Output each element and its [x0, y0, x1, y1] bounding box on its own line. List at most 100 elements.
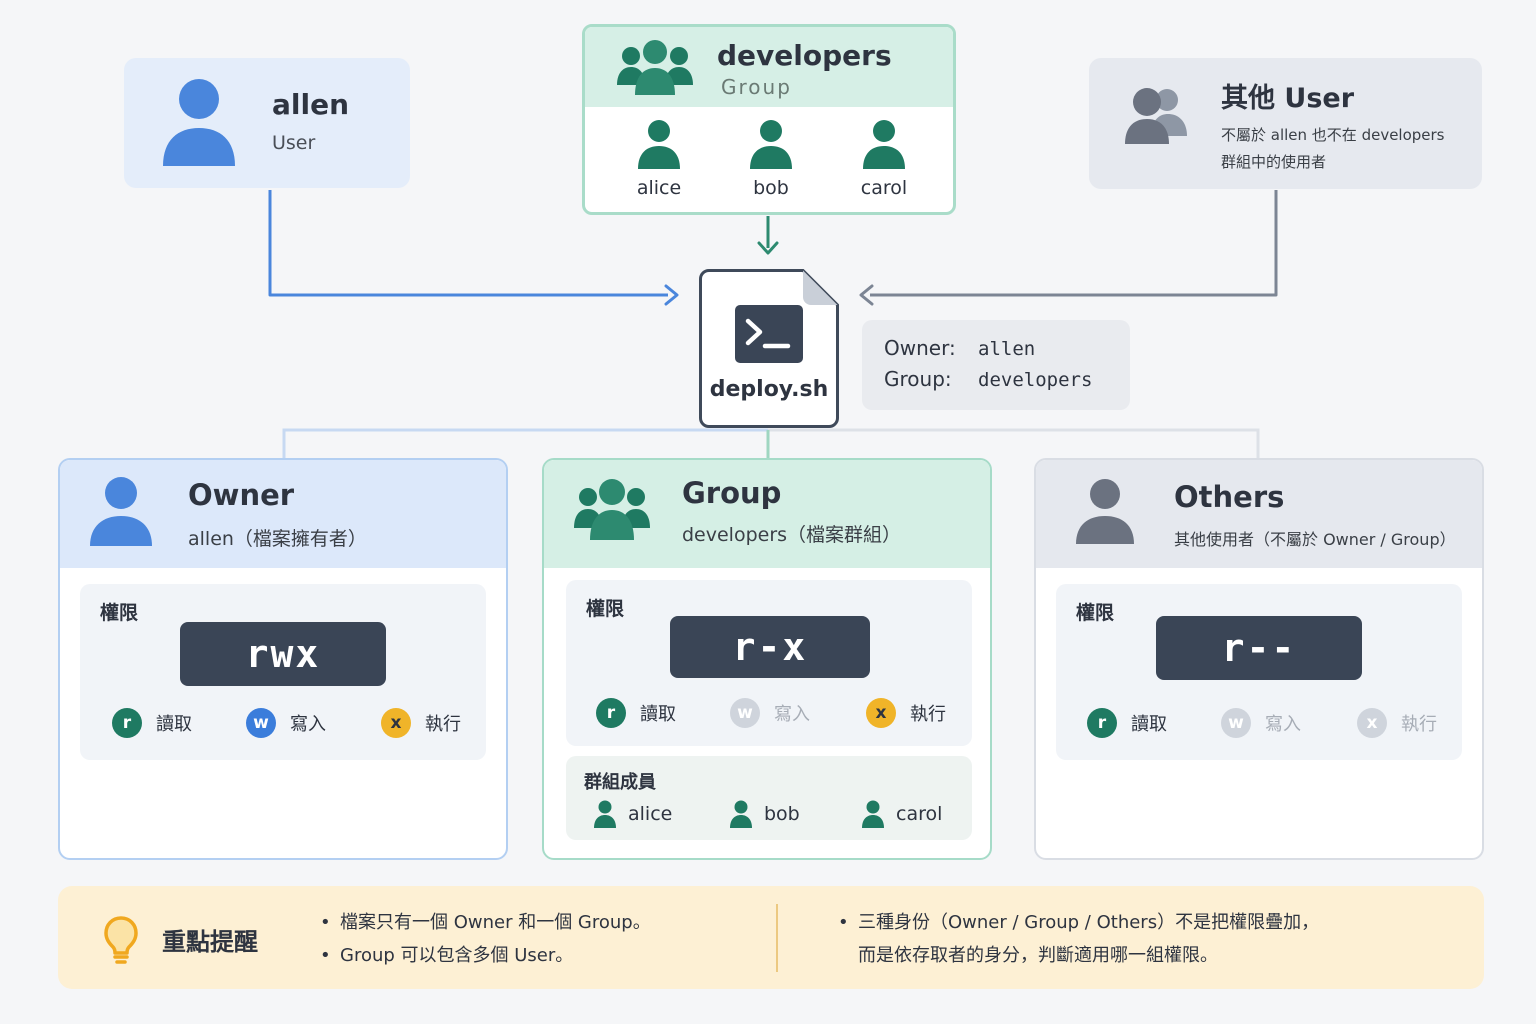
- key-points-title: 重點提醒: [162, 928, 258, 956]
- lightbulb-icon: [104, 916, 138, 964]
- others-permission-box: 權限 r-- r 讀取 w 寫入 x 執行: [1056, 584, 1462, 760]
- owner-key: Owner:: [884, 336, 956, 360]
- key-points-right: •三種身份（Owner / Group / Others）不是把權限疊加， 而是…: [838, 906, 1319, 972]
- owner-value: allen: [978, 338, 1036, 360]
- member-item: carol: [862, 800, 942, 828]
- owner-panel-subtitle: allen（檔案擁有者）: [188, 528, 367, 550]
- group-value: developers: [978, 369, 1093, 391]
- others-description: 不屬於 allen 也不在 developers 群組中的使用者: [1221, 122, 1471, 176]
- branch-others: [768, 428, 1260, 458]
- write-badge-disabled: w: [1221, 708, 1251, 738]
- group-panel: Group developers（檔案群組） 權限 r-x r 讀取 w 寫入 …: [542, 458, 992, 860]
- member-item: alice: [594, 800, 672, 828]
- key-point: •三種身份（Owner / Group / Others）不是把權限疊加，: [838, 912, 1320, 933]
- member-icon: [638, 120, 680, 169]
- permission-label: 讀取: [1131, 714, 1167, 735]
- permission-write: w 寫入: [730, 698, 810, 728]
- group-arrowhead: [757, 241, 779, 255]
- key-points-divider: [776, 904, 778, 972]
- permission-label: 讀取: [156, 714, 192, 735]
- member-icon: [750, 120, 792, 169]
- read-badge: r: [596, 698, 626, 728]
- branch-owner: [282, 428, 768, 458]
- execute-badge: x: [866, 698, 896, 728]
- group-permission-box: 權限 r-x r 讀取 w 寫入 x 執行: [566, 580, 972, 746]
- read-badge: r: [1087, 708, 1117, 738]
- permission-execute: x 執行: [381, 708, 461, 738]
- group-card-developers: developers Group alice bob carol: [582, 24, 956, 215]
- user-icon: [163, 79, 235, 166]
- others-arrowhead: [859, 284, 874, 306]
- group-member: carol: [844, 119, 924, 199]
- permission-write: w 寫入: [246, 708, 326, 738]
- permission-read: r 讀取: [1087, 708, 1167, 738]
- read-badge: r: [112, 708, 142, 738]
- file-ownership-info: Owner:allen Group:developers: [862, 320, 1130, 410]
- key-point: 而是依存取者的身分，判斷適用哪一組權限。: [838, 939, 1319, 972]
- write-badge-disabled: w: [730, 698, 760, 728]
- permission-read: r 讀取: [596, 698, 676, 728]
- user-card-allen: allen User: [124, 58, 410, 188]
- group-panel-subtitle: developers（檔案群組）: [682, 524, 902, 546]
- group-icon: [617, 40, 693, 95]
- permission-label: 寫入: [290, 714, 326, 735]
- permission-execute: x 執行: [1357, 708, 1437, 738]
- user-type-label: User: [272, 132, 316, 154]
- permission-write: w 寫入: [1221, 708, 1301, 738]
- member-icon: [862, 800, 884, 828]
- member-name: carol: [896, 803, 943, 825]
- user-icon: [90, 477, 152, 546]
- others-panel-subtitle: 其他使用者（不屬於 Owner / Group）: [1174, 530, 1456, 549]
- member-icon: [863, 120, 905, 169]
- user-name: allen: [272, 88, 350, 121]
- execute-badge-disabled: x: [1357, 708, 1387, 738]
- terminal-file-icon: [699, 269, 839, 428]
- key-points-left: •檔案只有一個 Owner 和一個 Group。 •Group 可以包含多個 U…: [320, 906, 651, 972]
- permission-label: 讀取: [640, 704, 676, 725]
- key-point-text: Group 可以包含多個 User。: [340, 945, 574, 966]
- group-panel-title: Group: [682, 476, 782, 510]
- member-name: bob: [764, 803, 800, 825]
- user-icon: [1076, 479, 1134, 544]
- permission-code: rwx: [180, 622, 386, 686]
- group-icon: [574, 479, 650, 540]
- member-name: alice: [628, 803, 673, 825]
- owner-arrow: [268, 190, 668, 297]
- permission-label: 寫入: [1265, 714, 1301, 735]
- key-point-text: 檔案只有一個 Owner 和一個 Group。: [340, 912, 651, 933]
- permission-execute: x 執行: [866, 698, 946, 728]
- group-name: developers: [717, 39, 892, 72]
- owner-panel-title: Owner: [188, 478, 295, 512]
- others-panel-header: [1036, 460, 1482, 568]
- key-point-text: 而是依存取者的身分，判斷適用哪一組權限。: [858, 945, 1218, 966]
- others-panel-title: Others: [1174, 480, 1285, 514]
- others-desc-line: 群組中的使用者: [1221, 153, 1327, 171]
- others-desc-line: 不屬於 allen 也不在 developers: [1221, 126, 1445, 144]
- file-name: deploy.sh: [709, 377, 829, 402]
- permission-title: 權限: [100, 602, 139, 624]
- owner-permission-box: 權限 rwx r 讀取 w 寫入 x 執行: [80, 584, 486, 760]
- owner-panel: Owner allen（檔案擁有者） 權限 rwx r 讀取 w 寫入 x 執行: [58, 458, 508, 860]
- members-title: 群組成員: [584, 772, 656, 793]
- permission-code: r-x: [670, 616, 870, 678]
- key-points-banner: 重點提醒 •檔案只有一個 Owner 和一個 Group。 •Group 可以包…: [58, 886, 1484, 989]
- permission-code: r--: [1156, 616, 1362, 680]
- permission-title: 權限: [1076, 602, 1115, 624]
- permission-label: 執行: [1401, 714, 1437, 735]
- group-member: bob: [731, 119, 811, 199]
- group-members-box: 群組成員 alice bob carol: [566, 756, 972, 840]
- write-badge: w: [246, 708, 276, 738]
- owner-panel-header: [60, 460, 506, 568]
- key-point: •Group 可以包含多個 User。: [320, 945, 574, 966]
- permission-title: 權限: [586, 598, 625, 620]
- others-user-card: 其他 User 不屬於 allen 也不在 developers 群組中的使用者: [1089, 58, 1482, 189]
- users-icon: [1125, 88, 1187, 144]
- others-arrow: [870, 190, 1278, 297]
- permission-label: 寫入: [774, 704, 810, 725]
- permission-read: r 讀取: [112, 708, 192, 738]
- key-point: •檔案只有一個 Owner 和一個 Group。: [320, 912, 651, 933]
- others-panel: Others 其他使用者（不屬於 Owner / Group） 權限 r-- r…: [1034, 458, 1484, 860]
- owner-arrowhead: [664, 284, 679, 306]
- member-name: bob: [753, 177, 789, 199]
